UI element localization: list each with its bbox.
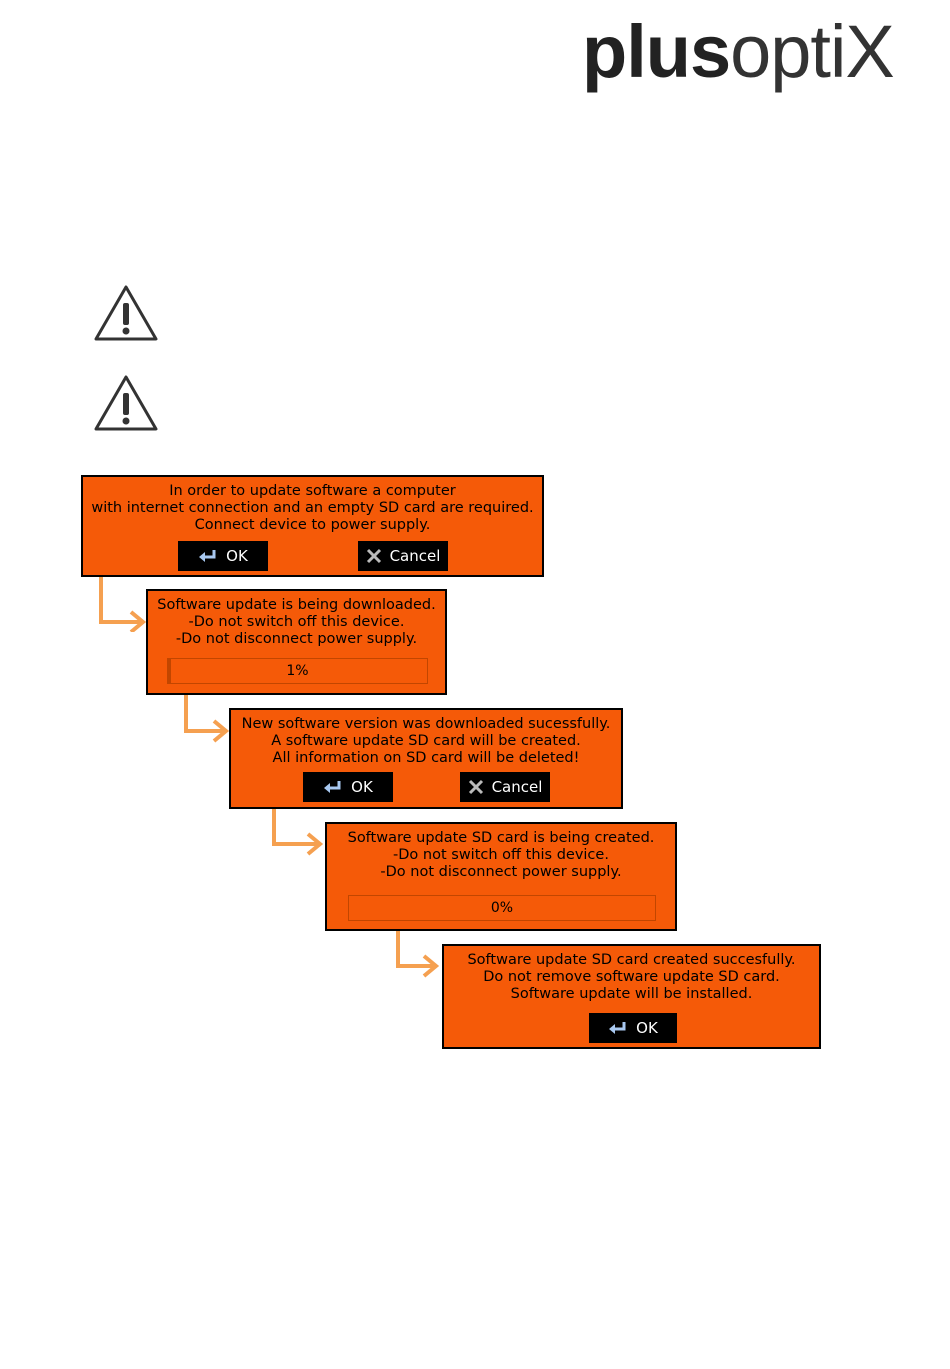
dialog-text-line: Do not remove software update SD card. <box>483 969 780 985</box>
dialog-text-line: -Do not switch off this device. <box>188 614 405 630</box>
dialog-text-line: All information on SD card will be delet… <box>272 750 580 766</box>
ok-button-label: OK <box>226 546 248 565</box>
ok-button-label: OK <box>351 777 373 796</box>
logo-word-optix: optiX <box>730 10 895 93</box>
dialog-text-line: -Do not disconnect power supply. <box>175 631 418 647</box>
cancel-button-label: Cancel <box>389 546 441 565</box>
progress-label: 1% <box>286 663 309 679</box>
dialog-text-line: -Do not switch off this device. <box>393 847 609 863</box>
ok-button-label: OK <box>636 1018 658 1037</box>
cancel-button[interactable]: Cancel <box>358 541 448 571</box>
flow-arrow-icon <box>272 808 324 856</box>
dialog-downloading: Software update is being downloaded. -Do… <box>146 589 447 695</box>
enter-return-icon <box>198 549 218 563</box>
flow-arrow-icon <box>99 576 147 632</box>
dialog-update-requirements: In order to update software a computer w… <box>81 475 544 577</box>
dialog-text-line: A software update SD card will be create… <box>271 733 581 749</box>
flow-arrow-icon <box>396 930 440 978</box>
dialog-text-line: New software version was downloaded suce… <box>241 716 611 732</box>
cancel-button[interactable]: Cancel <box>460 772 550 802</box>
warning-triangle-icon <box>94 285 158 341</box>
dialog-text-line: Software update is being downloaded. <box>157 597 436 613</box>
dialog-text-line: with internet connection and an empty SD… <box>91 500 534 516</box>
sd-card-progress-bar: 0% <box>348 895 656 921</box>
flow-arrow-icon <box>184 693 230 743</box>
dialog-text-line: Connect device to power supply. <box>194 517 431 533</box>
enter-return-icon <box>608 1021 628 1035</box>
dialog-creating-sd-card: Software update SD card is being created… <box>325 822 677 931</box>
close-icon <box>366 548 382 564</box>
ok-button[interactable]: OK <box>589 1013 677 1043</box>
progress-label: 0% <box>490 900 514 916</box>
dialog-text-line: -Do not disconnect power supply. <box>380 864 622 880</box>
dialog-download-success: New software version was downloaded suce… <box>229 708 623 809</box>
enter-return-icon <box>323 780 343 794</box>
logo-word-plus: plus <box>582 10 731 93</box>
cancel-button-label: Cancel <box>491 777 543 796</box>
dialog-sd-card-created: Software update SD card created succesfu… <box>442 944 821 1049</box>
dialog-text-line: Software update SD card is being created… <box>347 830 655 846</box>
warning-triangle-icon <box>94 375 158 431</box>
ok-button[interactable]: OK <box>303 772 393 802</box>
dialog-text-line: In order to update software a computer <box>169 483 456 499</box>
pluSoptix-logo: plusoptiX <box>582 10 895 93</box>
dialog-text-line: Software update will be installed. <box>510 986 753 1002</box>
download-progress-bar: 1% <box>167 658 428 684</box>
dialog-text-line: Software update SD card created succesfu… <box>467 952 796 968</box>
close-icon <box>468 779 484 795</box>
progress-fill <box>168 659 171 683</box>
ok-button[interactable]: OK <box>178 541 268 571</box>
